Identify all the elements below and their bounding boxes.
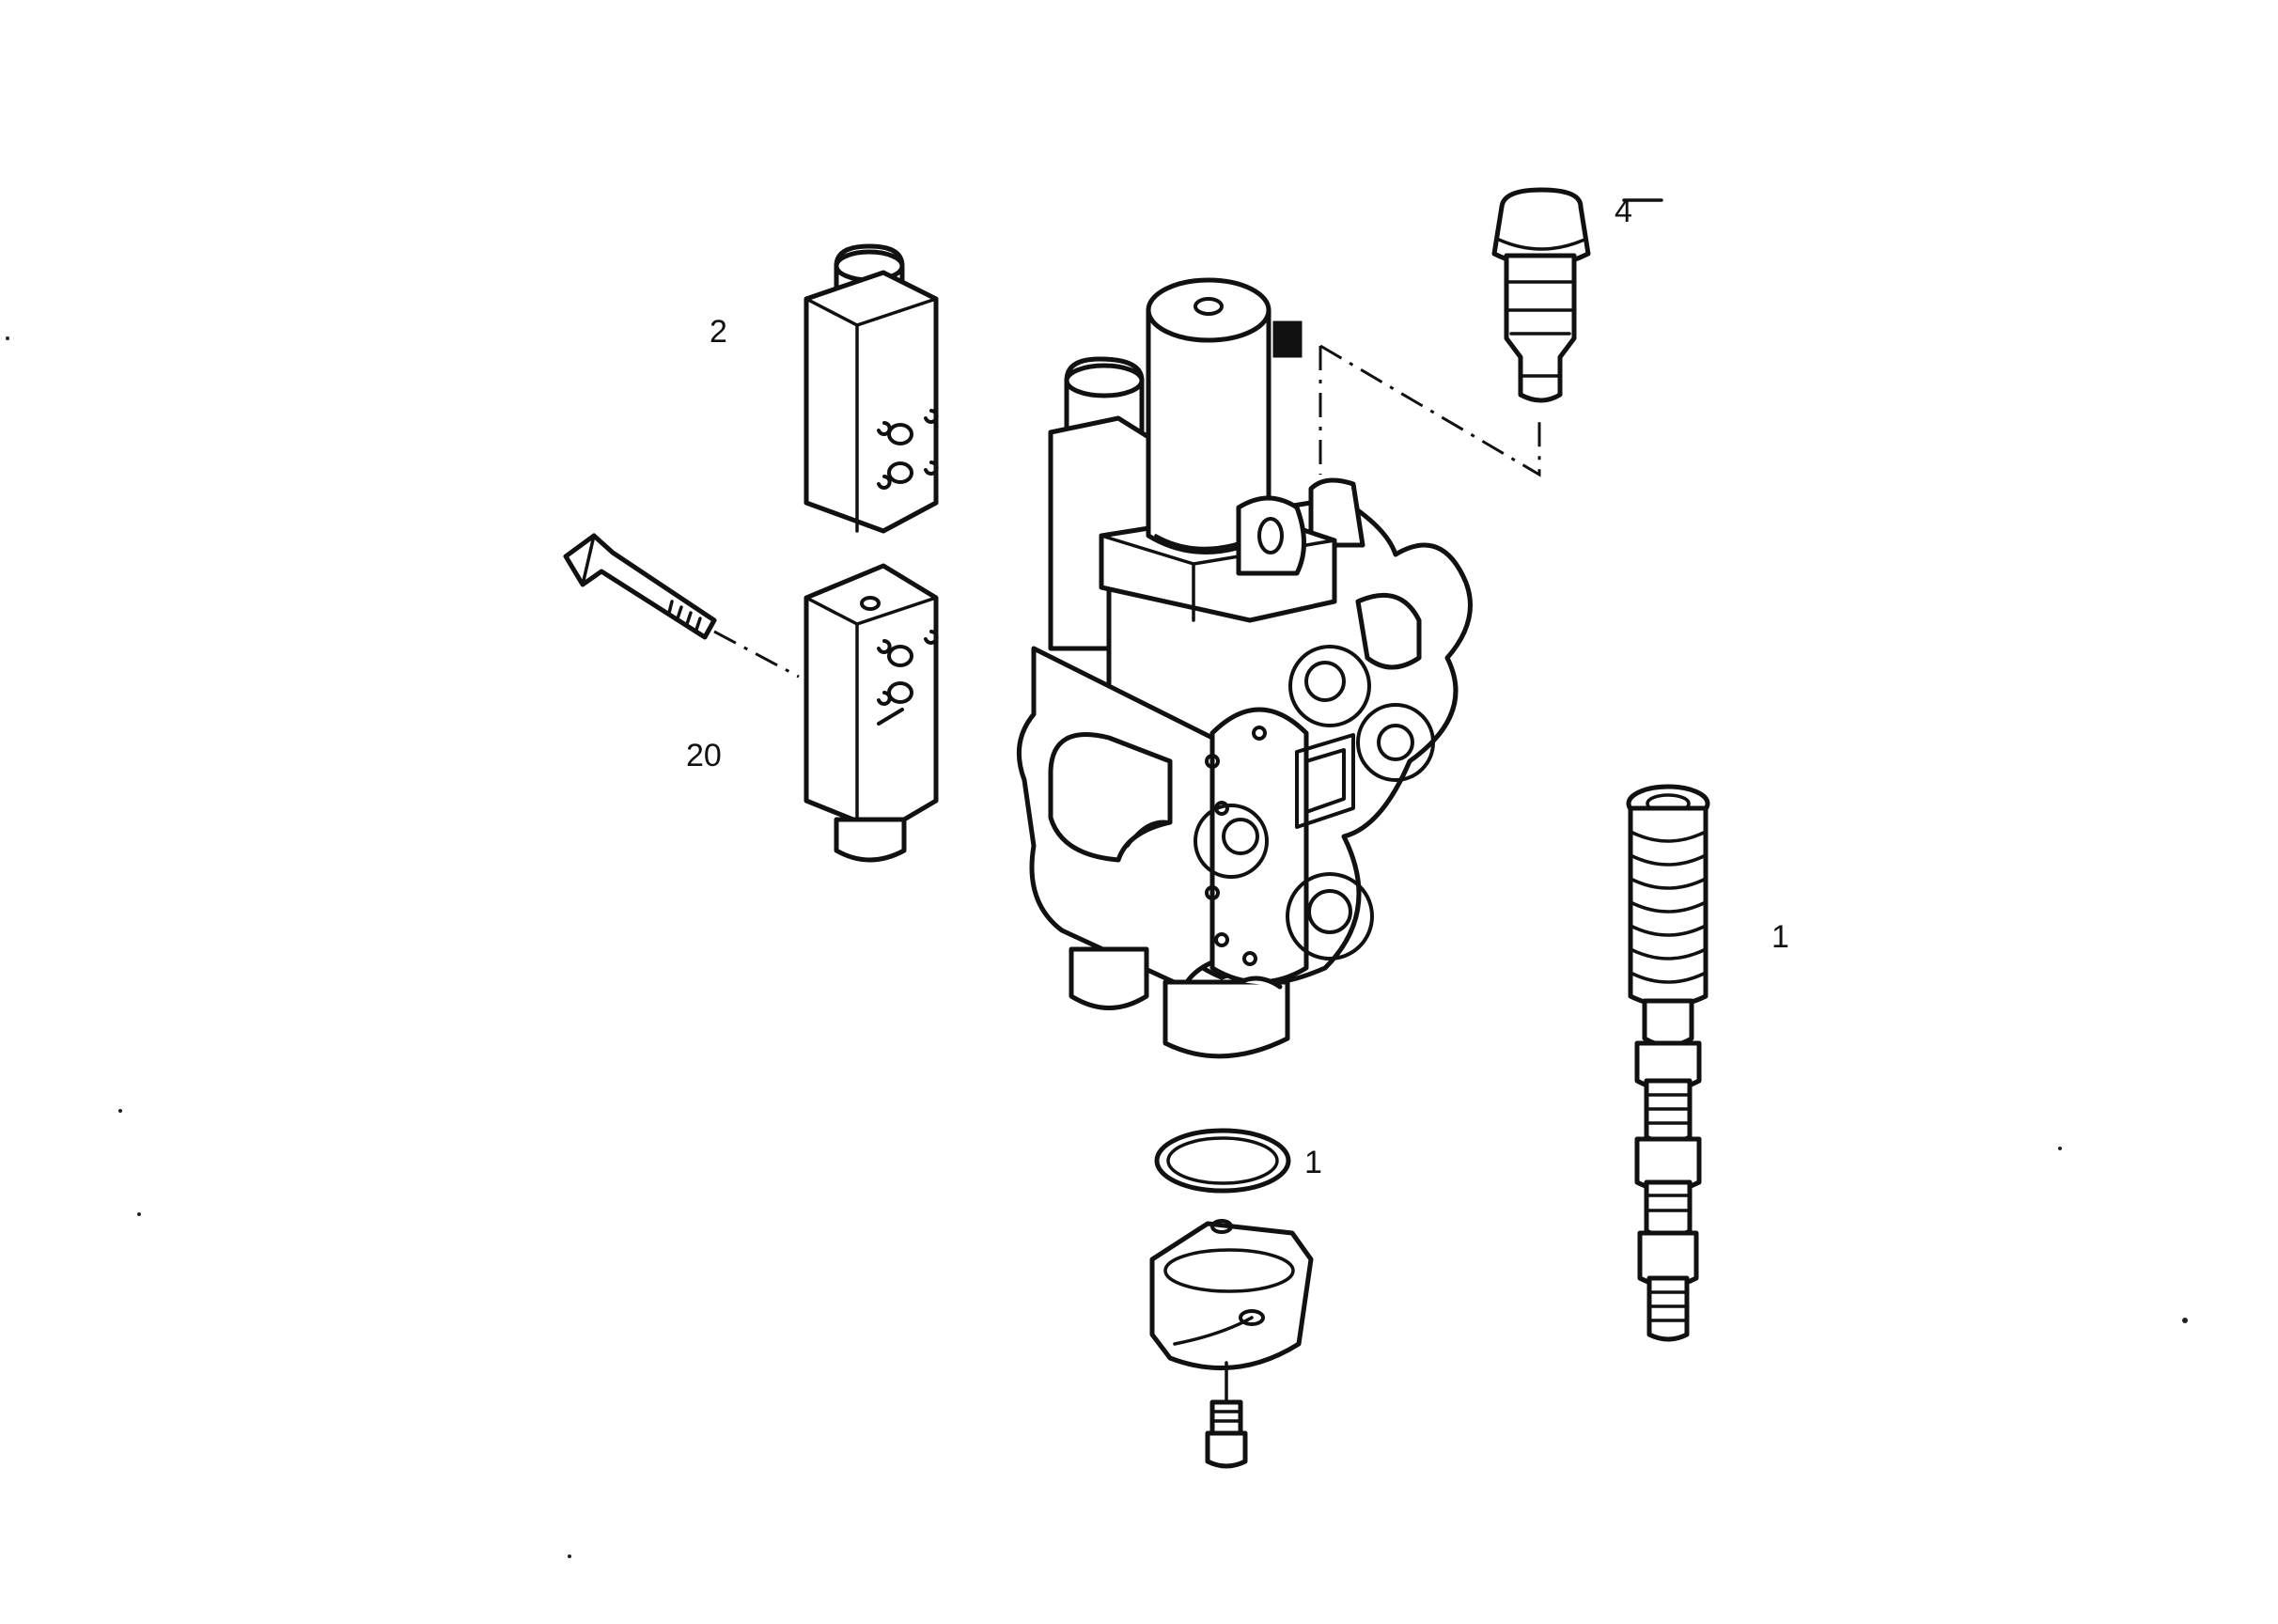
callout-spool-valve: 1 [1771,919,1789,955]
port-holes [877,409,939,490]
o-ring [1154,1128,1291,1194]
cap-fitting [1149,1219,1314,1371]
bolt-axis-line [713,630,800,679]
spool-valve [1626,784,1710,1342]
callout-cartridge: 4 [1615,194,1632,229]
axis-line-to-cartridge [1319,344,1541,477]
valve-block-lower [804,563,939,863]
cartridge-valve [1491,187,1591,403]
callout-block-upper: 2 [710,314,727,350]
small-screw [1205,1399,1248,1469]
callout-block-lower: 20 [686,738,722,773]
scan-specks [6,336,2188,1558]
long-bolt [563,533,717,640]
callout-o-ring: 1 [1304,1145,1322,1180]
main-valve-housing [1016,277,1473,1059]
valve-block-upper [804,243,939,534]
connection-marker [1272,320,1303,358]
